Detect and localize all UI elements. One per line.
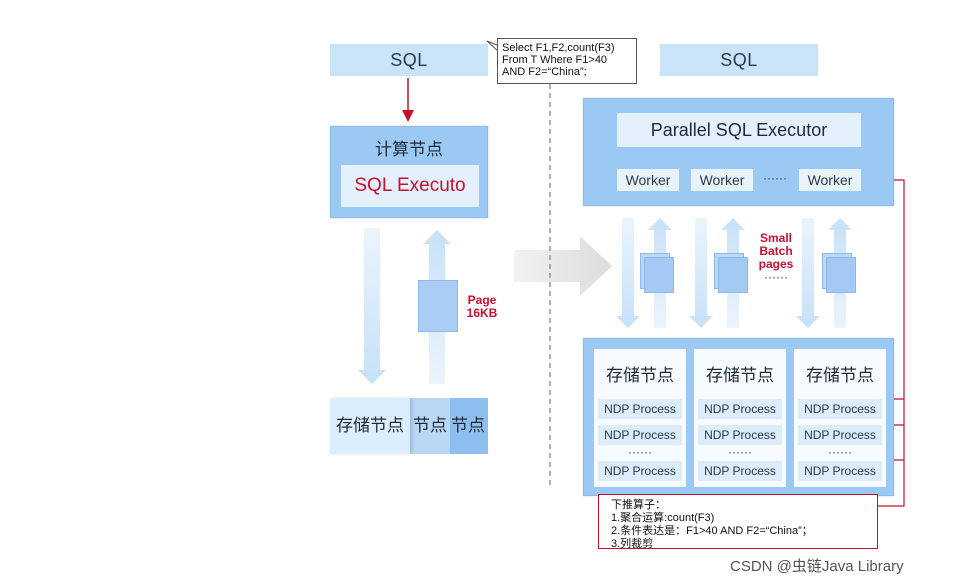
ndp-ellipsis: ······	[828, 445, 852, 459]
storage-node-3-title: 存储节点	[806, 366, 874, 386]
small-batch-pages-label: Small Batch pages ······	[758, 231, 794, 284]
pushdown-item-1: 1.聚合运算:count(F3)	[611, 512, 715, 524]
page-size-label: Page 16KB	[466, 293, 498, 320]
ndp-ellipsis: ······	[628, 445, 652, 459]
ndp-process: NDP Process	[798, 399, 882, 419]
batch-pages-3	[822, 253, 858, 293]
storage-node-middle: 节点	[410, 398, 450, 454]
pushdown-item-3: 3.列裁剪	[611, 538, 654, 550]
ndp-process: NDP Process	[598, 399, 682, 419]
storage-node-2-title: 存储节点	[706, 366, 774, 386]
batch-pages-2	[714, 253, 750, 293]
right-sql-box: SQL	[660, 44, 818, 76]
ndp-process: NDP Process	[698, 399, 782, 419]
storage-node-front: 存储节点	[330, 398, 410, 454]
left-sql-box: SQL	[330, 44, 488, 76]
compute-node: 计算节点 SQL Executo	[330, 126, 488, 218]
ndp-process: NDP Process	[798, 461, 882, 481]
batch-pages-1	[640, 253, 676, 293]
pushdown-operators-box: 下推算子： 1.聚合运算:count(F3) 2.条件表达是：F1>40 AND…	[598, 494, 878, 550]
storage-node-1: 存储节点 NDP Process NDP Process ······ NDP …	[594, 349, 686, 487]
storage-node-1-title: 存储节点	[606, 366, 674, 386]
sql-callout: Select F1,F2,count(F3)From T Where F1>40…	[497, 38, 637, 84]
ndp-ellipsis: ······	[728, 445, 752, 459]
storage-node-3: 存储节点 NDP Process NDP Process ······ NDP …	[794, 349, 886, 487]
ndp-process: NDP Process	[698, 425, 782, 445]
storage-node-2: 存储节点 NDP Process NDP Process ······ NDP …	[694, 349, 786, 487]
parallel-executor-node: Parallel SQL Executor Worker Worker ····…	[583, 98, 894, 206]
worker-3: Worker	[799, 169, 861, 191]
pushdown-title: 下推算子：	[611, 499, 666, 511]
left-down-arrow	[358, 228, 386, 384]
transform-arrow	[514, 236, 612, 296]
watermark: CSDN @虫链Java Library	[730, 558, 904, 575]
worker-2: Worker	[691, 169, 753, 191]
pushdown-item-2: 2.条件表达是：F1>40 AND F2=“China”；	[611, 525, 813, 537]
page-block	[418, 280, 458, 332]
worker-1: Worker	[617, 169, 679, 191]
sql-executor-box: SQL Executo	[341, 165, 479, 207]
workers-ellipsis: ······	[763, 171, 787, 185]
ndp-process: NDP Process	[698, 461, 782, 481]
storage-nodes-container: 存储节点 NDP Process NDP Process ······ NDP …	[583, 338, 894, 496]
parallel-executor-title: Parallel SQL Executor	[650, 119, 828, 140]
left-sql-label: SQL	[390, 49, 428, 70]
sql-executor-label: SQL Executo	[354, 175, 466, 196]
ndp-process: NDP Process	[798, 425, 882, 445]
compute-node-title: 计算节点	[375, 140, 443, 160]
ndp-process: NDP Process	[598, 425, 682, 445]
ndp-process: NDP Process	[598, 461, 682, 481]
parallel-executor-title-box: Parallel SQL Executor	[617, 113, 861, 147]
storage-node-back: 节点	[448, 398, 488, 454]
right-sql-label: SQL	[720, 49, 758, 70]
